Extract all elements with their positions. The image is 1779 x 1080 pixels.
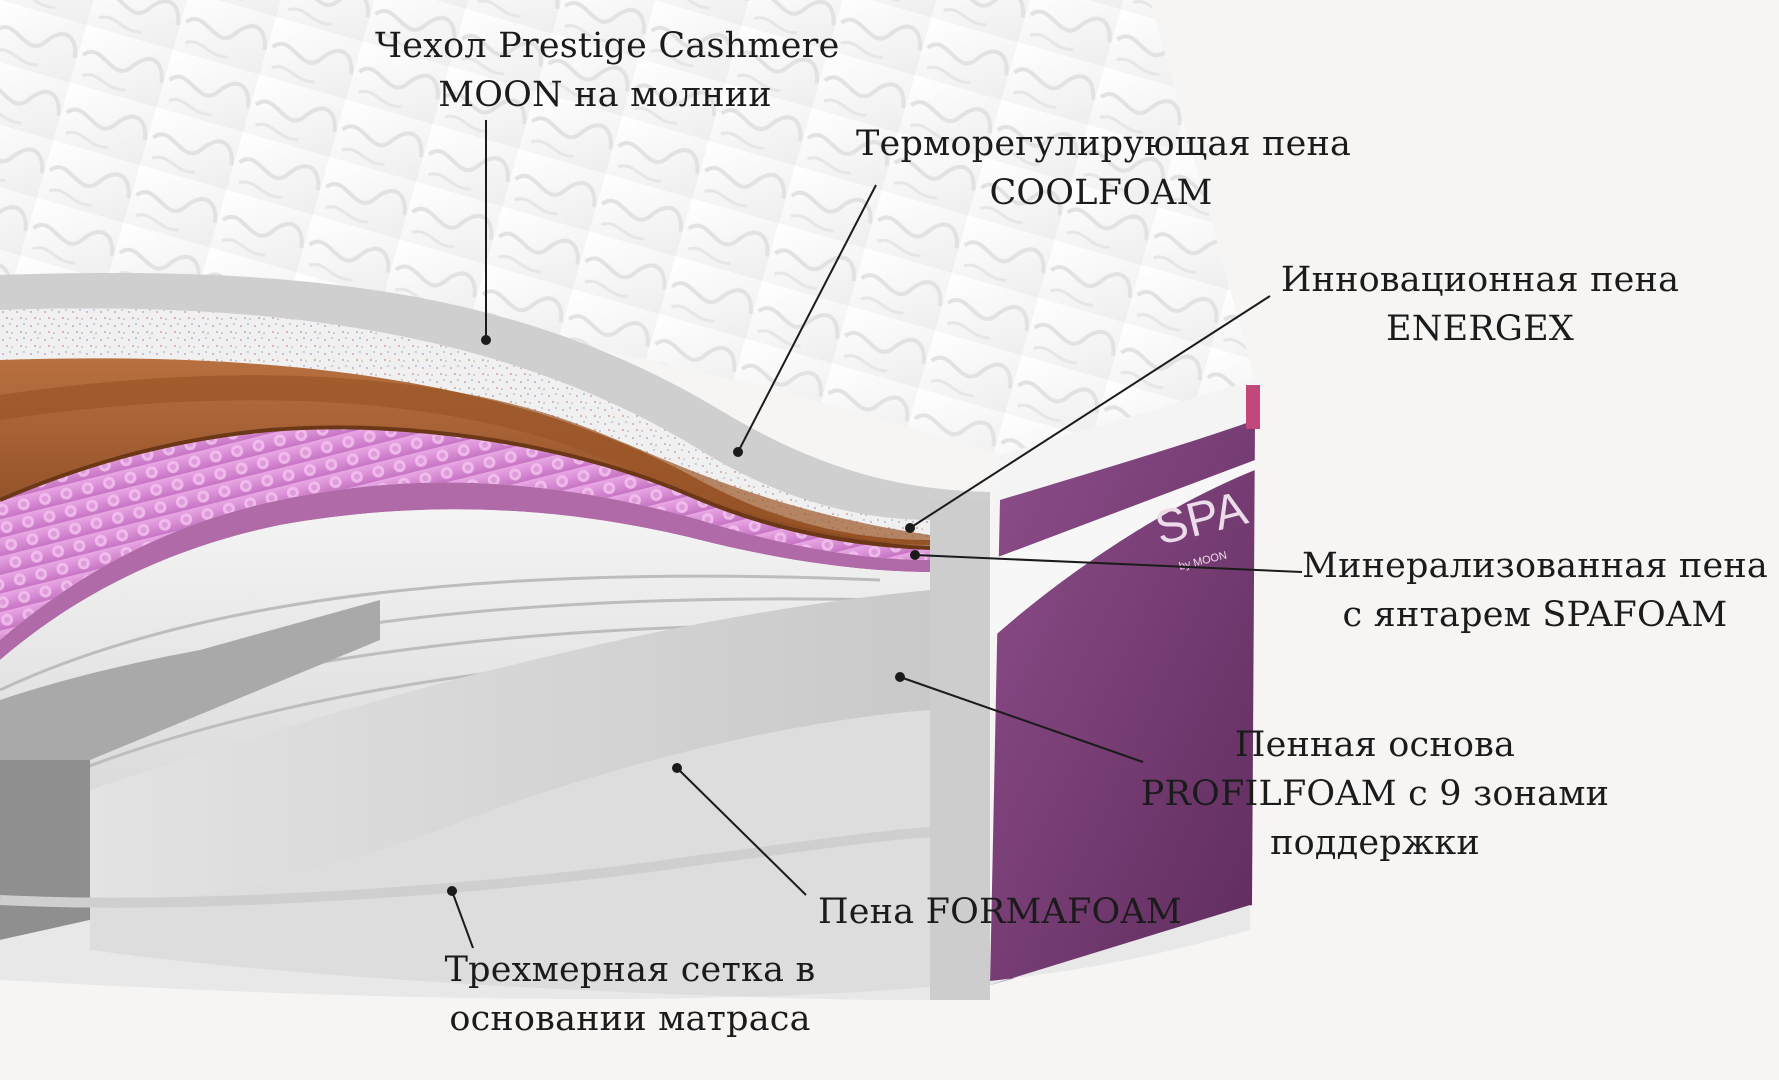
coolfoam-underline [0,425,931,550]
leader-coolfoam [737,184,877,453]
leader-formafoam [676,767,807,896]
callout-formafoam: Пена FORMAFOAM [800,888,1200,937]
dot-cover [481,335,491,345]
leader-spafoam [914,554,1303,573]
leader-lines [451,120,1303,949]
callout-cover: Чехол Prestige Cashmere MOON на молнии [375,22,840,120]
dot-profilfoam [895,672,905,682]
callout-energex-line2: ENERGEX [1386,309,1574,349]
callout-coolfoam-line2: COOLFOAM [989,173,1213,213]
dot-mesh [447,886,457,896]
callout-spafoam-line2: с янтарем SPAFOAM [1342,595,1728,635]
callout-profilfoam-line3: поддержки [1270,823,1480,863]
callout-spafoam-line1: Минерализованная пена [1302,546,1768,586]
callout-mesh-line2: основании матраса [449,999,811,1039]
speckled-foam-layer [0,308,930,540]
callout-energex-line1: Инновационная пена [1280,260,1680,300]
dot-spafoam [910,550,920,560]
coolfoam-layer [0,358,930,545]
leader-profilfoam [899,676,1144,763]
callout-mesh: Трехмерная сетка в основании матраса [440,946,820,1044]
dot-coolfoam [733,447,743,457]
formafoam-front-block [90,590,930,905]
leader-energex [909,295,1271,529]
callout-profilfoam-line2: PROFILFOAM с 9 зонами [1140,774,1610,814]
callout-mesh-line1: Трехмерная сетка в [444,950,816,990]
dot-energex [905,523,915,533]
cover-cut-edge [0,273,990,1000]
callout-profilfoam-line1: Пенная основа [1234,725,1516,765]
cover-cut-edge-vertical [930,500,990,1000]
leader-mesh [451,890,474,949]
dot-formafoam [672,763,682,773]
profilfoam-grey-zones [0,760,90,940]
callout-energex: Инновационная пена ENERGEX [1270,256,1690,354]
mesh-bottom-edge [0,825,991,908]
coolfoam-top-sliver [0,375,930,548]
callout-cover-line1: Чехол Prestige Cashmere [375,26,840,66]
brand-tag [1246,385,1260,429]
energex-layer [0,427,930,640]
callout-cover-line2: MOON на молнии [438,75,772,115]
side-panel-white-wave [990,460,1255,640]
profilfoam-base [0,509,930,810]
callout-profilfoam: Пенная основа PROFILFOAM с 9 зонами подд… [1130,721,1620,868]
cover-top-surface [0,0,1255,455]
callout-spafoam: Минерализованная пена с янтарем SPAFOAM [1300,542,1770,640]
callout-coolfoam-line1: Терморегулирующая пена [856,124,1352,164]
callout-coolfoam: Терморегулирующая пена COOLFOAM [856,120,1352,218]
formafoam-front-face [90,710,930,1000]
spafoam-layer [0,482,930,660]
mesh-bottom-layer [0,905,1250,1000]
callout-formafoam-line1: Пена FORMAFOAM [818,892,1182,932]
profilfoam-grey-zones-2 [0,600,380,760]
leader-dots [447,335,920,896]
